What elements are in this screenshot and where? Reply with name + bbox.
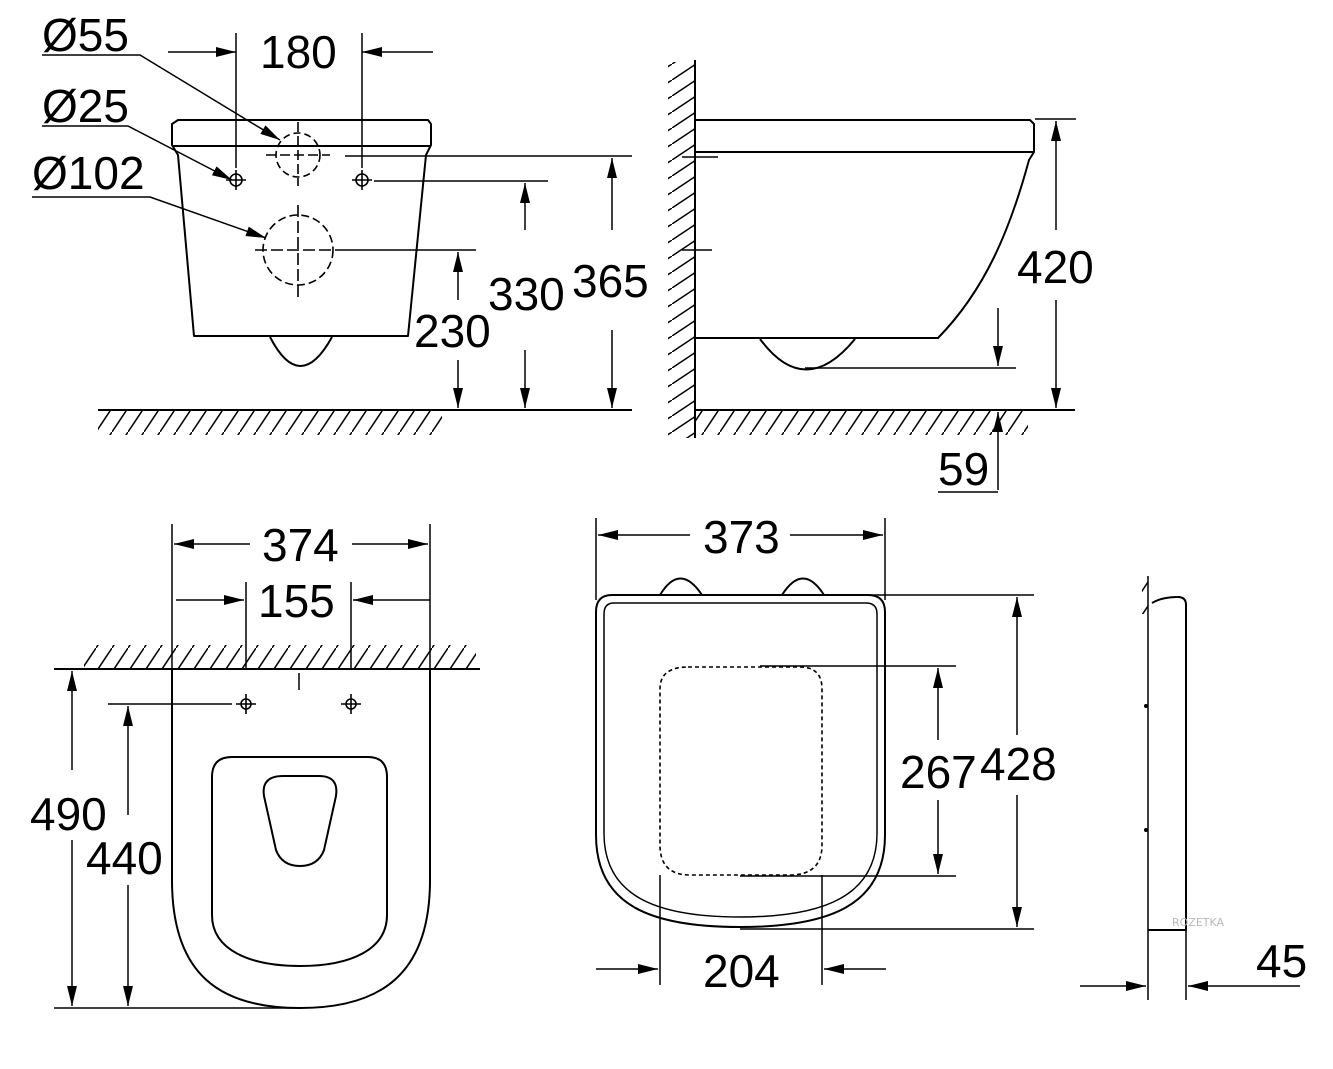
seat-side-hatch — [1142, 576, 1148, 614]
seat-opening — [659, 666, 823, 876]
floor-hatch — [98, 411, 442, 435]
label-374: 374 — [262, 519, 339, 571]
leader-dia25 — [42, 125, 233, 181]
label-267: 267 — [900, 746, 977, 798]
leader-dia55 — [42, 54, 281, 141]
top-bolt-left — [236, 694, 256, 714]
label-dia55: Ø55 — [42, 9, 129, 61]
label-45: 45 — [1256, 935, 1307, 987]
label-440: 440 — [86, 832, 163, 884]
dim-59 — [938, 308, 1003, 493]
top-view — [54, 524, 480, 1009]
front-bowl-bottom — [269, 336, 333, 367]
side-bowl-bottom — [759, 338, 856, 371]
seat-hinge-left — [659, 577, 703, 596]
bolt-hole-left — [226, 170, 246, 190]
label-155: 155 — [258, 575, 335, 627]
seat-inner-edge — [603, 602, 878, 918]
top-bowl-opening — [262, 775, 338, 867]
watermark-text: ROZETKA — [1172, 916, 1225, 929]
flush-inlet-circle — [266, 122, 330, 186]
top-bolt-right — [341, 694, 361, 714]
side-bowl-outline — [695, 119, 1035, 339]
seat-side-view — [1080, 576, 1300, 1000]
seat-side-profile — [1148, 596, 1187, 931]
leader-dia102 — [32, 196, 267, 239]
label-428: 428 — [980, 738, 1057, 790]
label-59: 59 — [938, 443, 989, 495]
front-view — [32, 33, 632, 435]
label-dia102: Ø102 — [32, 147, 145, 199]
label-373: 373 — [703, 511, 780, 563]
label-180: 180 — [260, 26, 337, 78]
label-420: 420 — [1017, 241, 1094, 293]
label-230: 230 — [414, 305, 491, 357]
label-204: 204 — [703, 945, 780, 997]
top-wall-hatch — [84, 645, 476, 669]
bolt-hole-right — [352, 170, 372, 190]
label-490: 490 — [30, 788, 107, 840]
label-330: 330 — [488, 268, 565, 320]
outlet-circle — [255, 205, 341, 298]
label-dia25: Ø25 — [42, 80, 129, 132]
side-view — [668, 60, 1076, 493]
side-floor-hatch — [695, 411, 1028, 435]
dimension-labels: Ø55 Ø25 Ø102 180 230 330 365 420 59 374 … — [30, 9, 1307, 997]
top-bowl-outline — [171, 669, 431, 1009]
seat-outline — [595, 594, 886, 928]
seat-hinge-right — [781, 577, 825, 596]
seat-view — [595, 518, 1034, 985]
front-bowl-outline — [171, 119, 432, 337]
label-365: 365 — [572, 255, 649, 307]
top-seat-outline — [211, 756, 388, 967]
